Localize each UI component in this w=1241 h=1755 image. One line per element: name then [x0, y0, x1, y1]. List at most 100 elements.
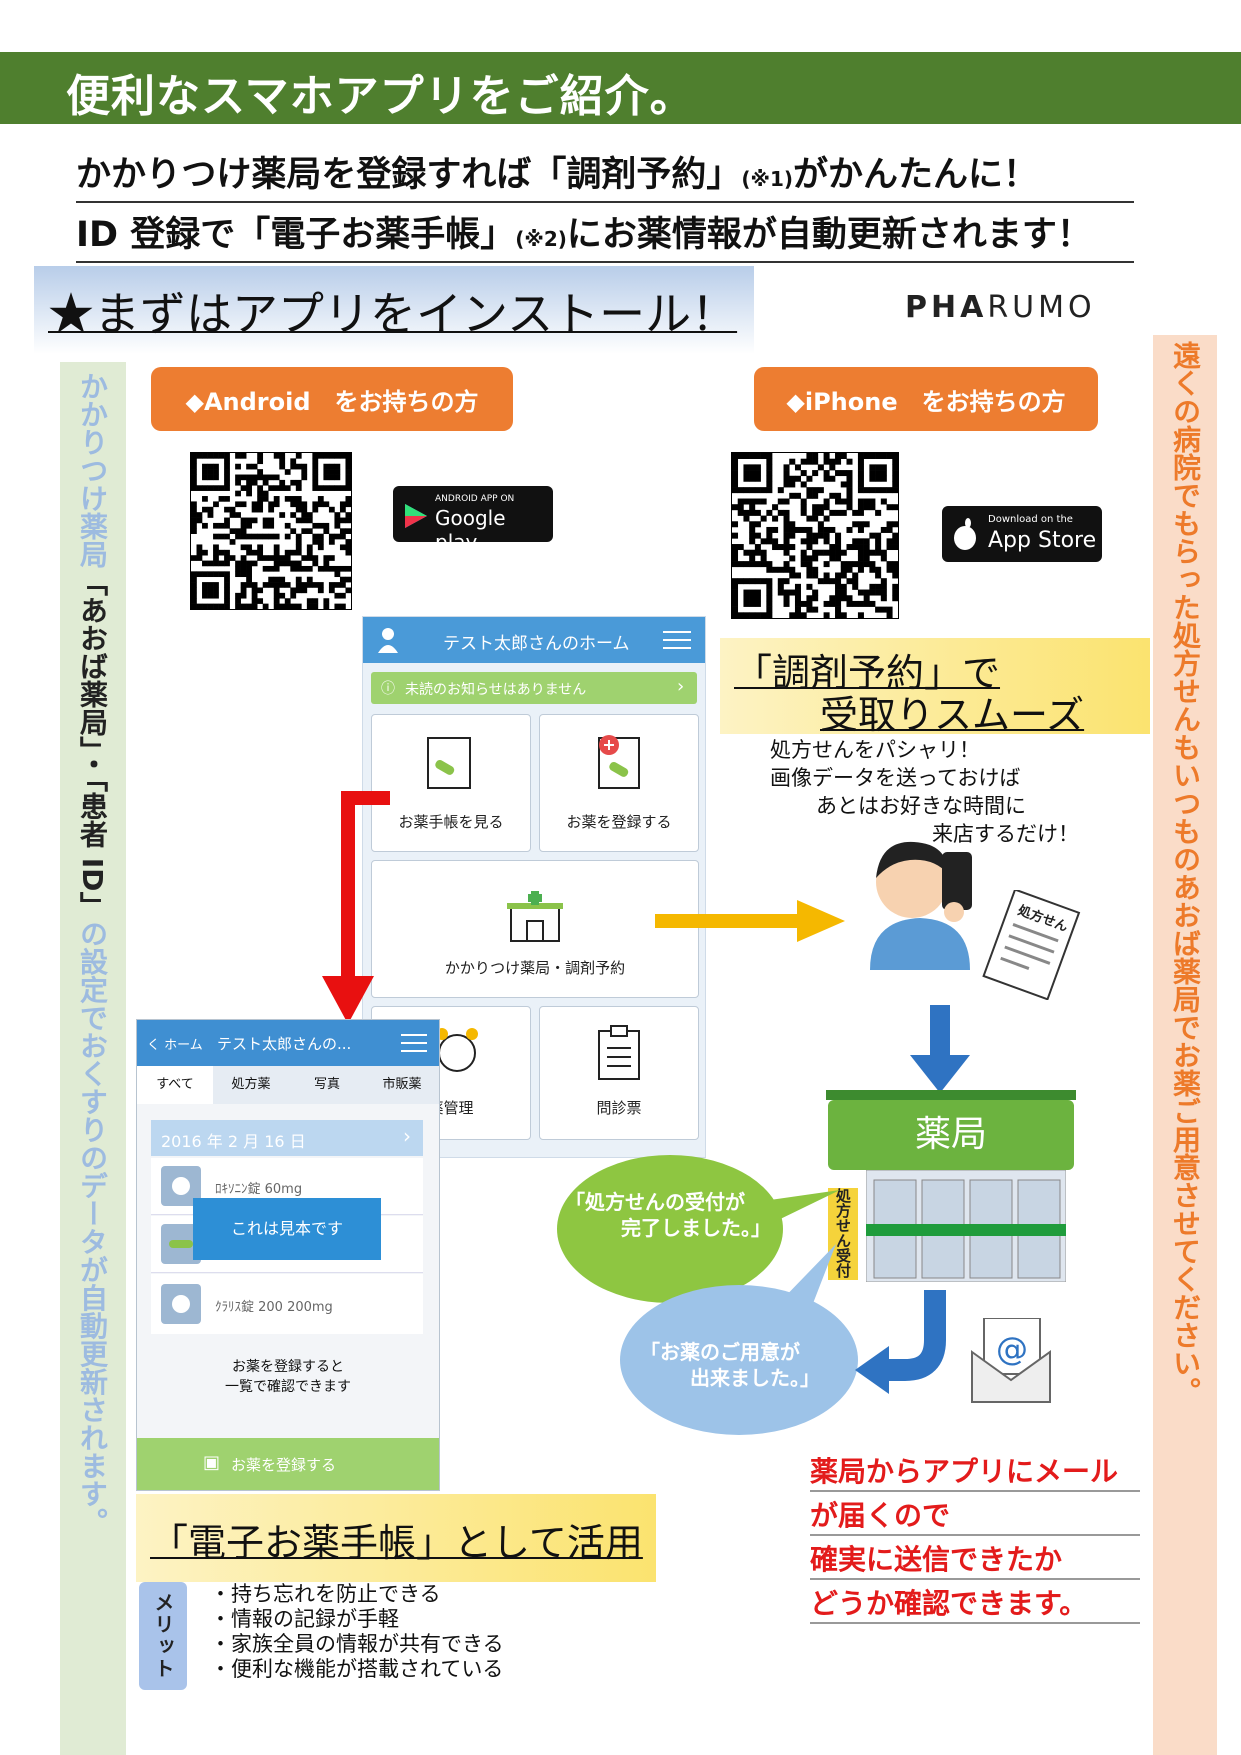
subtitle-1-note: (※1): [741, 167, 793, 191]
prescription-paper-icon: 処方せん: [982, 890, 1081, 1000]
green-bubble-line-2: 完了しました。」: [621, 1216, 771, 1240]
pharumo-logo: PHARUMO: [905, 290, 1096, 325]
blue-bubble-line-1: 「お薬のご用意が: [640, 1340, 800, 1364]
android-button[interactable]: ◆Android をお持ちの方: [151, 367, 513, 431]
tile-label: お薬を登録する: [566, 813, 672, 831]
google-play-badge[interactable]: ANDROID APP ON Google play: [393, 486, 553, 554]
logo-light: RUMO: [987, 290, 1096, 325]
mail-note-line-3: 確実に送信できたか: [810, 1538, 1140, 1580]
google-badge-big: Google play: [435, 506, 506, 554]
notebook-title: テスト太郎さんの...: [217, 1035, 352, 1053]
menu-icon[interactable]: [401, 1034, 427, 1052]
install-banner: ★まずはアプリをインストール！: [34, 266, 754, 354]
page-title: 便利なスマホアプリをご紹介。: [66, 71, 695, 122]
iphone-button-label: ◆iPhone をお持ちの方: [786, 387, 1066, 416]
right-vertical-text: 遠くの病院でもらった処方せんもいつものあおば薬局でお薬ご用意させてください。: [1169, 341, 1202, 1405]
curved-blue-arrow: [855, 1290, 946, 1394]
merit-item: ・家族全員の情報が共有できる: [210, 1632, 504, 1656]
appstore-badge-big: App Store: [988, 528, 1097, 553]
tile-label: お薬手帳を見る: [398, 813, 504, 831]
install-heading: ★まずはアプリをインストール！: [48, 287, 738, 341]
ebook-heading: 「電子お薬手帳」として活用: [150, 1521, 643, 1565]
info-icon: ⓘ: [381, 681, 395, 697]
blue-bubble-tail: [776, 1244, 836, 1306]
hint-line-2: 一覧で確認できます: [225, 1379, 351, 1395]
subtitle-2-note: (※2): [515, 227, 567, 251]
register-medicine-button[interactable]: ▣ お薬を登録する: [137, 1438, 439, 1490]
chevron-right-icon: ›: [677, 676, 685, 697]
reservation-heading-2: 受取りスムーズ: [820, 693, 1085, 737]
back-link[interactable]: く ホーム: [147, 1038, 203, 1053]
pill-icon: [161, 1284, 201, 1324]
mail-notice: 薬局からアプリにメール が届くので 確実に送信できたか どうか確認できます。: [810, 1450, 1140, 1624]
desc-line-3: あとはお好きな時間に: [816, 794, 1026, 818]
notebook-tabs: すべて 処方薬 写真 市販薬: [137, 1066, 439, 1104]
desc-line-1: 処方せんをパシャリ！: [770, 738, 980, 762]
green-bubble-tail: [770, 1190, 840, 1224]
person-with-phone-illustration: [870, 841, 972, 970]
hint-line-1: お薬を登録すると: [232, 1359, 344, 1375]
pharmacy-roof: [826, 1090, 1076, 1100]
subtitle-line-1: かかりつけ薬局を登録すれば「調剤予約」(※1)がかんたんに！: [76, 146, 1134, 203]
mail-note-line-4: どうか確認できます。: [810, 1582, 1140, 1624]
tile-questionnaire[interactable]: 問診票: [539, 1006, 699, 1140]
green-bubble-text: 「処方せんの受付が 完了しました。」: [565, 1189, 771, 1241]
subtitle-2b: にお薬情報が自動更新されます！: [566, 215, 1092, 255]
merit-item: ・便利な機能が搭載されている: [210, 1657, 504, 1681]
phone-notebook-titlebar: く ホーム テスト太郎さんの...: [137, 1020, 439, 1066]
user-icon: [378, 628, 398, 653]
desc-line-4: 来店するだけ！: [932, 822, 1079, 846]
green-bubble-line-1: 「処方せんの受付が: [565, 1190, 745, 1214]
logo-bold: PHA: [905, 290, 988, 325]
sample-overlay: これは見本です: [193, 1198, 381, 1260]
notice-bar[interactable]: ⓘ 未読のお知らせはありません ›: [371, 672, 697, 704]
pharmacy-sign: 薬局: [828, 1100, 1074, 1170]
svg-text:@: @: [996, 1330, 1028, 1368]
android-qr-code[interactable]: [190, 452, 352, 610]
tab-all[interactable]: すべて: [137, 1066, 213, 1104]
merit-item: ・情報の記録が手軽: [210, 1607, 399, 1631]
yellow-arrow: [655, 900, 845, 942]
notice-text: 未読のお知らせはありません: [405, 682, 587, 698]
play-icon: [405, 504, 427, 528]
tile-view-notebook[interactable]: お薬手帳を見る: [371, 714, 531, 852]
blue-bubble-line-2: 出来ました。」: [690, 1366, 820, 1390]
app-store-badge[interactable]: Download on the App Store: [942, 506, 1102, 562]
ebook-heading-box: 「電子お薬手帳」として活用: [136, 1494, 656, 1582]
reservation-heading-1: 「調剤予約」で: [734, 651, 1001, 695]
left-side-bar: かかりつけ薬局「あおば薬局」・「患者 ID」の設定でおくすりのデータが自動更新さ…: [60, 362, 126, 1755]
tile-label: かかりつけ薬局・調剤予約: [444, 959, 626, 977]
phone-notebook-screen: く ホーム テスト太郎さんの... すべて 処方薬 写真 市販薬 2016 年 …: [136, 1019, 440, 1491]
iphone-button[interactable]: ◆iPhone をお持ちの方: [754, 367, 1098, 431]
reservation-description: 処方せんをパシャリ！ 画像データを送っておけば あとはお好きな時間に 来店するだ…: [770, 736, 1079, 848]
subtitle-line-2: ID 登録で「電子お薬手帳」(※2)にお薬情報が自動更新されます！: [76, 206, 1134, 263]
blue-down-arrow: [910, 1005, 970, 1093]
right-side-bar: 遠くの病院でもらった処方せんもいつものあおば薬局でお薬ご用意させてください。: [1153, 335, 1217, 1755]
subtitle-2a: ID 登録で「電子お薬手帳」: [76, 215, 516, 255]
date-header[interactable]: 2016 年 2 月 16 日 ›: [151, 1120, 423, 1156]
left-text-1: かかりつけ薬局: [76, 372, 109, 568]
register-label: お薬を登録する: [231, 1456, 337, 1474]
blue-bubble-text: 「お薬のご用意が 出来ました。」: [640, 1339, 820, 1391]
tile-pharmacy-reservation[interactable]: かかりつけ薬局・調剤予約: [371, 860, 699, 998]
tab-photo[interactable]: 写真: [313, 1077, 340, 1092]
tab-prescription[interactable]: 処方薬: [231, 1077, 271, 1092]
list-item[interactable]: ｸﾗﾘｽ錠 200 200mg: [151, 1274, 423, 1334]
tab-otc[interactable]: 市販薬: [382, 1077, 422, 1092]
blue-speech-bubble: 「お薬のご用意が 出来ました。」: [620, 1285, 858, 1435]
reservation-heading-box: 「調剤予約」で 受取りスムーズ: [720, 638, 1150, 737]
camera-icon: ▣: [203, 1452, 221, 1473]
subtitle-1a: かかりつけ薬局を登録すれば「調剤予約」: [76, 155, 742, 195]
pharmacy-storefront: [866, 1170, 1066, 1282]
mail-icon: @: [971, 1318, 1051, 1403]
tile-register-medicine[interactable]: お薬を登録する: [539, 714, 699, 852]
left-text-3: の設定でおくすりのデータが自動更新されます。: [76, 919, 109, 1536]
iphone-qr-code[interactable]: [731, 452, 899, 619]
mail-note-line-2: が届くので: [810, 1494, 1140, 1536]
merit-list: ・持ち忘れを防止できる ・情報の記録が手軽 ・家族全員の情報が共有できる ・便利…: [210, 1582, 504, 1682]
merit-item: ・持ち忘れを防止できる: [210, 1582, 441, 1606]
subtitle-1b: がかんたんに！: [793, 155, 1039, 195]
menu-icon[interactable]: [663, 631, 691, 649]
header-banner: 便利なスマホアプリをご紹介。: [0, 52, 1241, 124]
appstore-badge-small: Download on the: [988, 514, 1073, 525]
